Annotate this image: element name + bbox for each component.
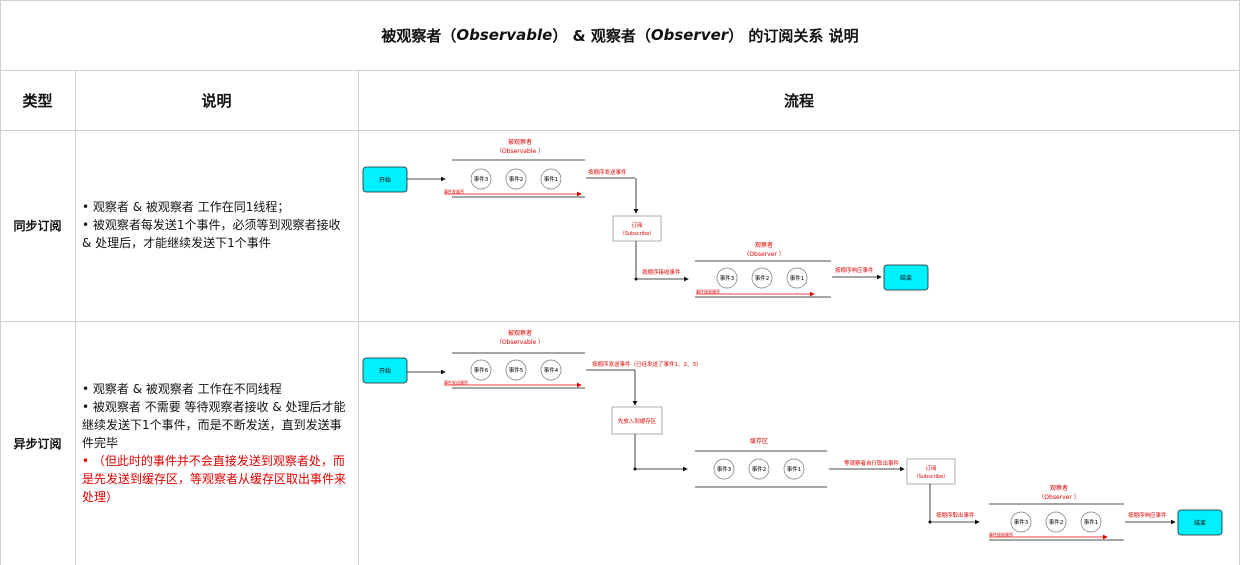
- event-label: 事件1: [790, 274, 805, 282]
- start-label: 开始: [379, 176, 391, 184]
- end-label: 结束: [1194, 519, 1206, 527]
- observer-sub: （Observer ）: [743, 251, 784, 258]
- desc-line: • 观察者 & 被观察者 工作在不同线程: [82, 382, 282, 396]
- event-circle: [786, 267, 808, 289]
- event-circle: [505, 359, 527, 381]
- event-label: 事件2: [752, 465, 767, 473]
- title-observer: Observer: [650, 26, 729, 44]
- start-node: [362, 357, 408, 384]
- event-circle: [751, 267, 773, 289]
- grid-line-left: [0, 0, 1, 565]
- observer-title: 观察者: [1050, 484, 1068, 492]
- event-label: 事件4: [544, 366, 559, 374]
- observer-title: 观察者: [755, 241, 773, 249]
- observer-sub: （Observer ）: [1038, 494, 1079, 501]
- header-type: 类型: [22, 91, 53, 110]
- end-node: [883, 264, 929, 291]
- title-observable: Observable: [456, 26, 553, 44]
- row-type-sync: 同步订阅: [13, 219, 62, 233]
- buffer-put-node: [611, 406, 663, 435]
- buffer-title: 缓存区: [750, 437, 768, 445]
- grid-line-header-top: [0, 70, 1240, 71]
- row-desc-async: • 观察者 & 被观察者 工作在不同线程 • 被观察者 不需要 等待观察者接收 …: [78, 380, 358, 506]
- receive-order-label: 事件接收顺序: [696, 288, 720, 294]
- event-label: 事件1: [544, 175, 559, 183]
- grid-line-top: [0, 0, 1240, 1]
- send-order-label: 事件发顺序: [444, 188, 464, 194]
- observable-sub: （Observable ）: [496, 148, 544, 155]
- end-label: 结束: [900, 274, 912, 282]
- end-node: [1177, 509, 1223, 536]
- event-circle: [1045, 511, 1067, 533]
- subscribe-sub: （Subscribe）: [914, 474, 949, 480]
- grid-line-col2: [358, 70, 359, 565]
- subscribe-label: 订阅: [925, 464, 936, 472]
- desc-line: • 被观察者 不需要 等待观察者接收 & 处理后才能继续发送下1个事件，而是不断…: [82, 400, 346, 450]
- event-circle: [540, 359, 562, 381]
- grid-line-header-bottom: [0, 130, 1240, 131]
- edge-take-label: 按顺序取出事件: [936, 511, 975, 519]
- event-circle: [1010, 511, 1032, 533]
- event-label: 事件3: [1014, 518, 1029, 526]
- row-type-async: 异步订阅: [13, 436, 62, 451]
- start-node: [362, 166, 408, 193]
- grid-line-row-divider: [0, 321, 1240, 322]
- desc-line-red: • （但此时的事件并不会直接发送到观察者处，而是先发送到缓存区，等观察者从缓存区…: [82, 454, 347, 504]
- event-label: 事件2: [1049, 518, 1064, 526]
- event-label: 事件2: [509, 175, 524, 183]
- subscribe-node: [612, 215, 662, 242]
- event-label: 事件6: [474, 366, 489, 374]
- event-label: 事件5: [509, 366, 524, 374]
- event-circle: [713, 458, 735, 480]
- event-label: 事件3: [717, 465, 732, 473]
- desc-line: • 被观察者每发送1个事件，必须等到观察者接收 & 处理后，才能继续发送下1个事…: [82, 218, 341, 250]
- page-title: 被观察者（Observable） & 观察者（Observer） 的订阅关系 说…: [0, 0, 1240, 70]
- start-label: 开始: [379, 367, 391, 375]
- header-flow: 流程: [783, 91, 814, 110]
- event-circle: [505, 168, 527, 190]
- receive-order-label: 事件接收顺序: [989, 531, 1013, 537]
- title-middle: ） & 观察者（: [552, 26, 651, 45]
- title-suffix: ） 的订阅关系 说明: [728, 26, 859, 45]
- subscribe-node: [906, 458, 956, 485]
- header-desc: 说明: [201, 91, 232, 110]
- event-circle: [470, 359, 492, 381]
- edge-wait-label: 等观察者自行取出事件: [844, 459, 900, 467]
- event-label: 事件1: [1084, 518, 1099, 526]
- edge-send-label: 按顺序发送事件（已经发送了事件1、2、3）: [592, 360, 702, 368]
- observable-sub: （Observable ）: [496, 339, 544, 346]
- subscribe-sub: （Subscribe）: [620, 231, 655, 237]
- grid-line-col1: [75, 70, 76, 565]
- event-label: 事件1: [787, 465, 802, 473]
- event-label: 事件3: [474, 175, 489, 183]
- title-prefix: 被观察者（: [381, 26, 457, 45]
- event-circle: [748, 458, 770, 480]
- event-circle: [1080, 511, 1102, 533]
- edge-send-label: 按顺序发送事件: [588, 168, 627, 176]
- send-order-label: 事件发送顺序: [444, 379, 468, 385]
- event-circle: [783, 458, 805, 480]
- edge-receive-label: 按顺序接收事件: [642, 268, 681, 276]
- observable-title: 被观察者: [508, 329, 532, 337]
- edge-respond-label: 按顺序响应事件: [835, 266, 874, 274]
- buffer-put-label: 先放入到缓存区: [618, 417, 657, 425]
- flow-diagram-sync: 开始 被观察者 （Observable ） 事件3 事件2 事件1 事件发顺序 …: [362, 138, 929, 298]
- desc-line: • 观察者 & 被观察者 工作在同1线程；: [82, 200, 290, 214]
- event-circle: [470, 168, 492, 190]
- row-desc-sync: • 观察者 & 被观察者 工作在同1线程； • 被观察者每发送1个事件，必须等到…: [78, 198, 358, 252]
- observable-title: 被观察者: [508, 138, 532, 146]
- event-label: 事件2: [755, 274, 770, 282]
- flow-diagram-async: 开始 被观察者 （Observable ） 事件6 事件5 事件4 事件发送顺序…: [362, 329, 1223, 541]
- event-circle: [540, 168, 562, 190]
- edge-respond-label: 按顺序响应事件: [1128, 511, 1167, 519]
- event-label: 事件3: [720, 274, 735, 282]
- event-circle: [716, 267, 738, 289]
- subscribe-label: 订阅: [631, 221, 642, 229]
